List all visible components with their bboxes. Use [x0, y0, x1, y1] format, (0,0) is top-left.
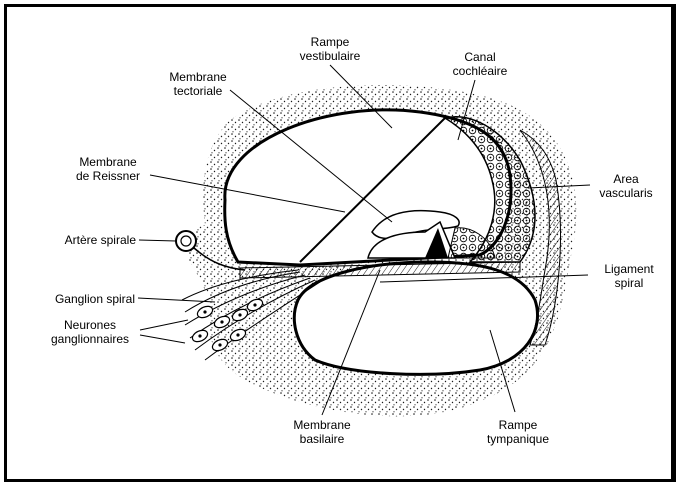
leader-artere-spirale	[139, 240, 176, 241]
label-area-vascularis: Area vascularis	[596, 172, 656, 200]
leader-neurones-2	[140, 335, 185, 343]
leader-neurones-1	[140, 320, 188, 330]
label-membrane-basilaire: Membrane basilaire	[282, 418, 362, 446]
label-ligament-spiral-line1: Ligament	[596, 262, 662, 276]
label-membrane-tectoriale-line1: Membrane	[158, 70, 238, 84]
label-rampe-tympanique-line2: tympanique	[478, 432, 558, 446]
label-canal-cochleaire-line2: cochléaire	[440, 64, 520, 78]
leader-ganglion-spiral	[138, 298, 215, 302]
label-membrane-basilaire-line1: Membrane	[282, 418, 362, 432]
label-rampe-vestibulaire-line1: Rampe	[290, 35, 370, 49]
scala-tympani	[294, 262, 537, 374]
label-rampe-tympanique: Rampe tympanique	[478, 418, 558, 446]
label-ligament-spiral-line2: spiral	[596, 276, 662, 290]
label-neurones-ganglionnaires: Neurones ganglionnaires	[42, 318, 138, 346]
label-membrane-tectoriale: Membrane tectoriale	[158, 70, 238, 98]
label-canal-cochleaire: Canal cochléaire	[440, 50, 520, 78]
label-area-vascularis-line1: Area	[596, 172, 656, 186]
label-rampe-tympanique-line1: Rampe	[478, 418, 558, 432]
label-area-vascularis-line2: vascularis	[596, 186, 656, 200]
label-membrane-reissner-line1: Membrane	[68, 155, 148, 169]
label-artere-spirale-text: Artère spirale	[30, 233, 136, 247]
label-membrane-basilaire-line2: basilaire	[282, 432, 362, 446]
label-canal-cochleaire-line1: Canal	[440, 50, 520, 64]
label-membrane-reissner-line2: de Reissner	[68, 169, 148, 183]
label-ganglion-spiral: Ganglion spiral	[20, 292, 135, 306]
label-neurones-ganglionnaires-line1: Neurones	[42, 318, 138, 332]
label-artere-spirale: Artère spirale	[30, 233, 136, 247]
label-ligament-spiral: Ligament spiral	[596, 262, 662, 290]
label-membrane-tectoriale-line2: tectoriale	[158, 84, 238, 98]
label-ganglion-spiral-text: Ganglion spiral	[20, 292, 135, 306]
label-neurones-ganglionnaires-line2: ganglionnaires	[42, 332, 138, 346]
label-rampe-vestibulaire: Rampe vestibulaire	[290, 35, 370, 63]
label-membrane-reissner: Membrane de Reissner	[68, 155, 148, 183]
label-rampe-vestibulaire-line2: vestibulaire	[290, 49, 370, 63]
